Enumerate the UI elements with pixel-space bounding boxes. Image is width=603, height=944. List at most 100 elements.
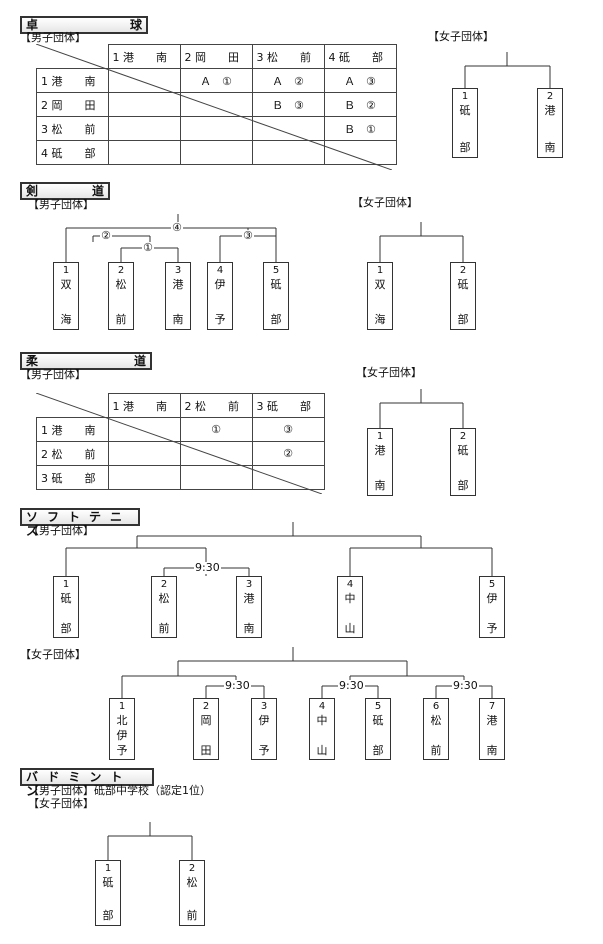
section-title-takkyu: 卓 球 bbox=[20, 16, 148, 34]
table-row: 3 松 前 Ｂ ① bbox=[36, 116, 397, 141]
team-box: 6 松 前 bbox=[423, 698, 449, 760]
team-num: 2 bbox=[459, 265, 467, 276]
takkyu-league-table: 1 港 南 2 岡 田 3 松 前 4 砥 部 1 港 南 Ａ ① Ａ ② Ａ … bbox=[36, 44, 397, 165]
result-cell bbox=[107, 92, 181, 117]
team-num: 1 bbox=[118, 701, 126, 712]
team-char: 砥 bbox=[457, 444, 469, 457]
team-char: 山 bbox=[344, 622, 356, 635]
team-box: 2 砥 部 bbox=[450, 262, 476, 330]
women-label-badminton: 【女子団体】 bbox=[28, 797, 94, 810]
team-char: 予 bbox=[486, 622, 498, 635]
row-name: 1 港 南 bbox=[36, 68, 109, 93]
table-row: 4 砥 部 bbox=[36, 140, 397, 165]
round-label: ② bbox=[100, 229, 112, 242]
title-text: バドミントン bbox=[26, 770, 132, 798]
team-char: 北 bbox=[116, 714, 128, 727]
team-box: 2 松 前 bbox=[108, 262, 134, 330]
team-char: 港 bbox=[374, 444, 386, 457]
result-cell bbox=[179, 140, 253, 165]
header-cell: 4 砥 部 bbox=[323, 44, 397, 69]
round-label: ① bbox=[142, 241, 154, 254]
team-char: 双 bbox=[60, 278, 72, 291]
men-label-badminton: 【男子団体】砥部中学校（認定1位） bbox=[28, 784, 211, 797]
result-cell: Ｂ ③ bbox=[251, 92, 325, 117]
team-char: 砥 bbox=[372, 714, 384, 727]
team-box: 1 双 海 bbox=[367, 262, 393, 330]
team-char: 部 bbox=[459, 141, 471, 154]
men-label-softtennis: 【男子団体】 bbox=[28, 524, 94, 537]
section-title-badminton: バドミントン bbox=[20, 768, 154, 798]
table-row: 3 砥 部 bbox=[36, 465, 325, 490]
row-name: 2 岡 田 bbox=[36, 92, 109, 117]
team-char: 海 bbox=[60, 313, 72, 326]
result-cell bbox=[107, 140, 181, 165]
result-cell bbox=[107, 68, 181, 93]
result-cell bbox=[107, 441, 181, 466]
team-char: 岡 bbox=[200, 714, 212, 727]
team-box: 2 岡 田 bbox=[193, 698, 219, 760]
team-box: 4 中 山 bbox=[309, 698, 335, 760]
team-num: 7 bbox=[488, 701, 496, 712]
section-title-kendo: 剣 道 bbox=[20, 182, 110, 200]
team-char: 前 bbox=[430, 744, 442, 757]
team-num: 2 bbox=[202, 701, 210, 712]
team-box: 1 北 伊 予 bbox=[109, 698, 135, 760]
title-char: 球 bbox=[129, 18, 142, 32]
team-num: 5 bbox=[488, 579, 496, 590]
title-char: 剣 bbox=[26, 184, 39, 198]
team-char: 前 bbox=[115, 313, 127, 326]
result-cell: ③ bbox=[251, 417, 325, 442]
team-box: 7 港 南 bbox=[479, 698, 505, 760]
time-label: 9:30 bbox=[452, 679, 479, 692]
team-num: 2 bbox=[546, 91, 554, 102]
team-num: 2 bbox=[459, 431, 467, 442]
team-char: 伊 bbox=[214, 278, 226, 291]
team-char: 南 bbox=[243, 622, 255, 635]
team-char: 部 bbox=[457, 313, 469, 326]
team-box: 1 港 南 bbox=[367, 428, 393, 496]
result-cell bbox=[323, 140, 397, 165]
team-num: 4 bbox=[346, 579, 354, 590]
team-num: 1 bbox=[461, 91, 469, 102]
team-num: 1 bbox=[62, 265, 70, 276]
team-box: 2 松 前 bbox=[179, 860, 205, 926]
team-box: 4 伊 予 bbox=[207, 262, 233, 330]
team-char: 部 bbox=[372, 744, 384, 757]
team-num: 1 bbox=[104, 863, 112, 874]
team-num: 3 bbox=[174, 265, 182, 276]
row-name: 4 砥 部 bbox=[36, 140, 109, 165]
team-char: 港 bbox=[544, 104, 556, 117]
section-title-judo: 柔 道 bbox=[20, 352, 152, 370]
team-num: 4 bbox=[318, 701, 326, 712]
judo-league-table: 1 港 南 2 松 前 3 砥 部 1 港 南 ① ③ 2 松 前 ② 3 砥 … bbox=[36, 393, 325, 490]
row-name: 3 松 前 bbox=[36, 116, 109, 141]
team-box: 2 松 前 bbox=[151, 576, 177, 638]
team-num: 4 bbox=[216, 265, 224, 276]
team-char: 砥 bbox=[60, 592, 72, 605]
team-box: 3 伊 予 bbox=[251, 698, 277, 760]
team-num: 2 bbox=[117, 265, 125, 276]
team-box: 1 砥 部 bbox=[95, 860, 121, 926]
team-char: 双 bbox=[374, 278, 386, 291]
team-num: 3 bbox=[260, 701, 268, 712]
team-char: 伊 bbox=[486, 592, 498, 605]
team-char: 伊 bbox=[116, 729, 128, 742]
team-char: 松 bbox=[430, 714, 442, 727]
title-char: 道 bbox=[133, 354, 146, 368]
takkyu-diagonal bbox=[36, 44, 392, 170]
result-cell bbox=[251, 465, 325, 490]
title-char: 道 bbox=[91, 184, 104, 198]
time-label: 9:30 bbox=[338, 679, 365, 692]
team-char: 伊 bbox=[258, 714, 270, 727]
team-num: 2 bbox=[160, 579, 168, 590]
title-text: ソフトテニス bbox=[26, 510, 132, 538]
men-label-kendo: 【男子団体】 bbox=[28, 198, 94, 211]
team-char: 砥 bbox=[457, 278, 469, 291]
table-row: 2 岡 田 Ｂ ③ Ｂ ② bbox=[36, 92, 397, 117]
row-name: 1 港 南 bbox=[36, 417, 109, 442]
team-char: 中 bbox=[316, 714, 328, 727]
team-box: 4 中 山 bbox=[337, 576, 363, 638]
team-char: 南 bbox=[172, 313, 184, 326]
team-num: 5 bbox=[272, 265, 280, 276]
team-char: 砥 bbox=[270, 278, 282, 291]
